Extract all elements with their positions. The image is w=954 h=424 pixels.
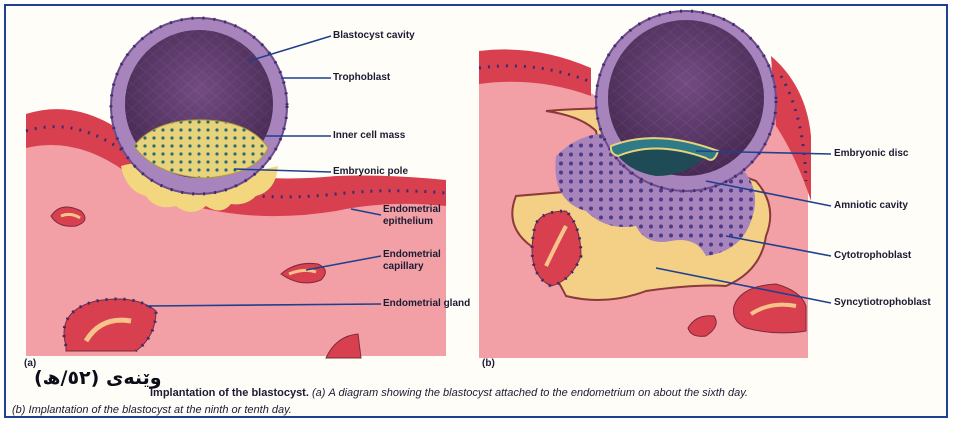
panel-b-tag: (b) — [482, 358, 495, 369]
label-embryonic-disc: Embryonic disc — [834, 148, 908, 160]
figure-frame: Blastocyst cavity Trophoblast Inner cell… — [4, 4, 948, 418]
label-cytotrophoblast: Cytotrophoblast — [834, 250, 911, 262]
label-syncytiotrophoblast: Syncytiotrophoblast — [834, 297, 931, 309]
caption-line-1: Implantation of the blastocyst. (a) A di… — [150, 387, 748, 399]
figure-number: وێنەی (٥٢/ھ) — [34, 367, 162, 389]
caption-a-text: A diagram showing the blastocyst attache… — [328, 387, 747, 399]
caption-b-text: Implantation of the blastocyst at the ni… — [29, 404, 292, 416]
label-trophoblast: Trophoblast — [333, 72, 390, 84]
label-inner-cell-mass: Inner cell mass — [333, 130, 405, 142]
caption-title: Implantation of the blastocyst. — [150, 387, 309, 399]
caption-line-2: (b) Implantation of the blastocyst at th… — [12, 404, 292, 416]
panel-b-illustration — [6, 6, 946, 366]
label-amniotic-cavity: Amniotic cavity — [834, 200, 908, 212]
label-endometrial-epithelium: Endometrial epithelium — [383, 204, 473, 228]
label-embryonic-pole: Embryonic pole — [333, 166, 408, 178]
caption-a-marker: (a) — [312, 387, 325, 399]
label-blastocyst-cavity: Blastocyst cavity — [333, 30, 415, 42]
label-endometrial-gland: Endometrial gland — [383, 298, 473, 310]
label-endometrial-capillary: Endometrial capillary — [383, 249, 473, 273]
caption-b-marker: (b) — [12, 404, 25, 416]
